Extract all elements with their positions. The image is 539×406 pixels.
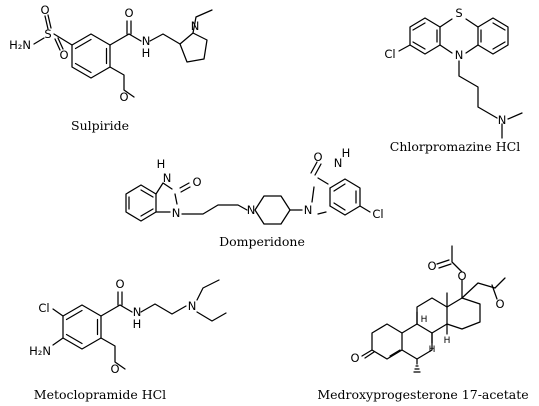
medroxyprogesterone-caption: Medroxyprogesterone 17-acetate: [317, 387, 528, 402]
metoclopramide-amide-n: N: [133, 305, 142, 319]
metoclopramide-structure: Cl H₂N O N H N O Metoclopramide HCl: [29, 277, 227, 402]
sulpiride-structure: S O O H₂N O N H N O Sulpiride: [9, 3, 213, 133]
sulpiride-amide-n: N: [142, 34, 151, 48]
domperidone-right-nh-h: H: [342, 146, 351, 160]
sulpiride-oxygen-bottom: O: [59, 48, 68, 62]
sulpiride-caption: Sulpiride: [71, 118, 129, 133]
sulpiride-carbonyl-oxygen: O: [124, 6, 133, 20]
domperidone-right-oxygen: O: [313, 150, 322, 164]
domperidone-chlorine: Cl: [372, 207, 383, 221]
metoclopramide-methoxy-oxygen: O: [110, 362, 119, 376]
sulpiride-amide-h: H: [142, 46, 151, 60]
metoclopramide-amine-n: N: [188, 299, 197, 313]
sulpiride-amine-nh2: H₂N: [9, 38, 31, 52]
medroxyprogesterone-h14: H: [444, 336, 451, 346]
metoclopramide-amine-nh2: H₂N: [29, 344, 51, 358]
sulpiride-ring-n: N: [191, 19, 200, 33]
metoclopramide-carbonyl-oxygen: O: [115, 277, 124, 291]
chlorpromazine-sulfur: S: [455, 6, 462, 20]
domperidone-left-n: N: [172, 206, 181, 220]
medroxyprogesterone-h8: H: [429, 345, 436, 355]
chlorpromazine-structure: S Cl N N Chlorpromazine HCl: [384, 6, 523, 154]
medroxyprogesterone-ketone17-oxygen: O: [495, 297, 504, 311]
medroxyprogesterone-acetyl-oxygen: O: [427, 259, 436, 273]
domperidone-structure: H N O N N N O N H Cl Domperidone: [125, 146, 384, 249]
domperidone-left-nh-h: H: [157, 157, 166, 171]
domperidone-left-oxygen: O: [192, 175, 201, 189]
sulpiride-methoxy-oxygen: O: [119, 90, 128, 104]
chlorpromazine-caption: Chlorpromazine HCl: [390, 139, 520, 154]
chlorpromazine-ring-n: N: [455, 48, 464, 62]
chlorpromazine-amine-n: N: [498, 113, 507, 127]
domperidone-caption: Domperidone: [219, 234, 305, 249]
domperidone-right-nh-n: N: [334, 156, 343, 170]
medroxyprogesterone-ketone-oxygen: O: [350, 351, 359, 365]
medroxyprogesterone-structure: O O O O H H H Medroxyprogesterone 17-ace…: [317, 245, 529, 402]
domperidone-right-n: N: [304, 203, 313, 217]
sulpiride-sulfur: S: [44, 27, 51, 41]
chlorpromazine-chlorine: Cl: [384, 47, 395, 61]
metoclopramide-amide-h: H: [133, 317, 142, 331]
metoclopramide-caption: Metoclopramide HCl: [34, 387, 166, 402]
domperidone-piperidine-n: N: [247, 203, 256, 217]
domperidone-left-nh-n: N: [163, 171, 172, 185]
medroxyprogesterone-h9: H: [421, 315, 428, 325]
medroxyprogesterone-ester-oxygen: O: [457, 269, 466, 283]
sulpiride-oxygen-top: O: [40, 3, 49, 17]
metoclopramide-chlorine: Cl: [38, 301, 49, 315]
